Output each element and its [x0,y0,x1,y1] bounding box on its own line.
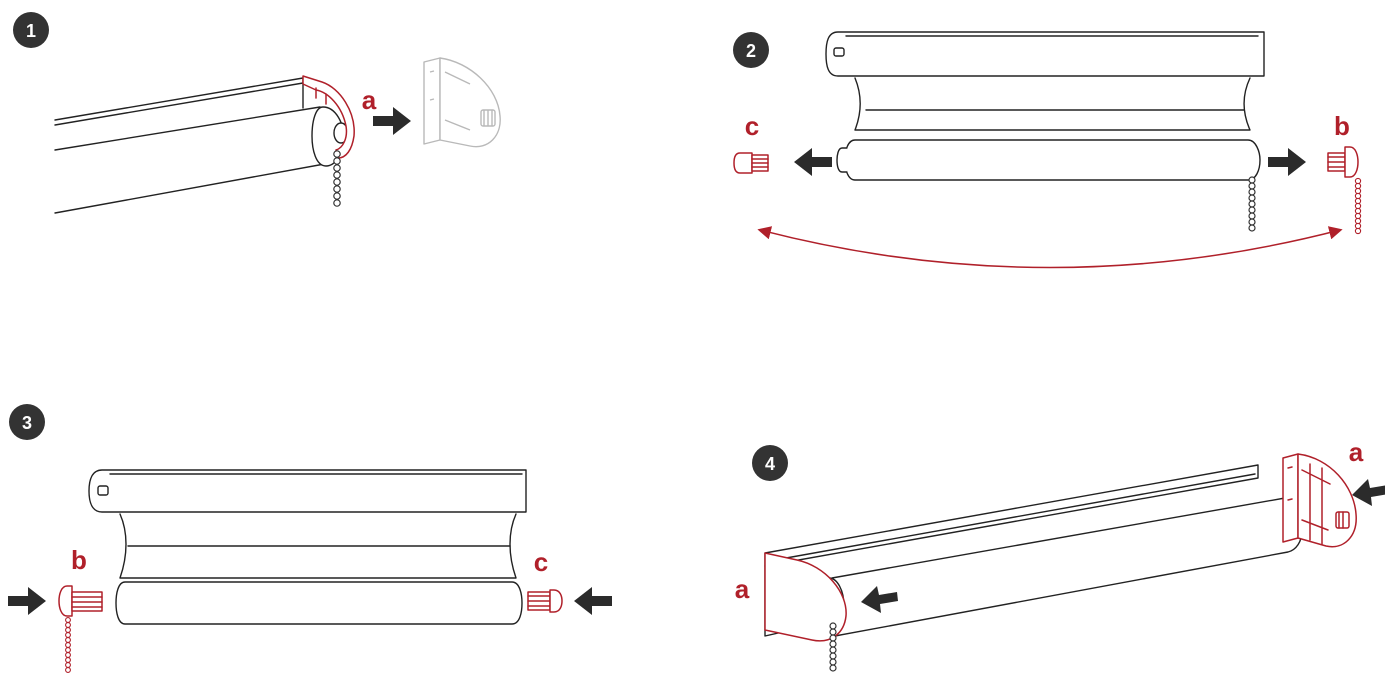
step-badge: 3 [9,404,45,440]
step-3: 3 b c [8,404,612,673]
control-unit-b [1327,146,1362,235]
bead-chain [829,622,837,672]
step-badge: 2 [733,32,769,68]
label-c: c [534,547,548,577]
idle-end-plug-c [527,589,563,613]
curved-double-arrow-icon [757,226,1343,269]
right-arrow-icon [373,107,411,135]
control-unit-b [58,585,103,673]
label-b: b [1334,111,1350,141]
step-4: 4 a [735,437,1385,672]
left-arrow-icon [794,148,832,176]
wall-bracket-faded [423,57,501,148]
left-arrow-icon [861,586,898,613]
blind-assembly [88,469,527,625]
step-1: 1 a [13,12,501,214]
idle-end-plug-c [733,152,769,174]
wall-bracket-a [1282,453,1357,548]
right-arrow-icon [8,587,46,615]
label-a-right: a [1349,437,1364,467]
blind-assembly [825,31,1265,181]
step-number: 2 [746,41,756,61]
label-b: b [71,545,87,575]
step-number: 4 [765,454,775,474]
step-2: 2 c [733,31,1362,269]
left-arrow-icon [1352,479,1385,506]
label-c: c [745,111,759,141]
label-a: a [362,85,377,115]
left-arrow-icon [574,587,612,615]
bead-chain [1248,176,1256,232]
blind-assembly [54,77,349,214]
step-number: 1 [26,21,36,41]
end-cover-a [764,552,847,642]
step-number: 3 [22,413,32,433]
right-arrow-icon [1268,148,1306,176]
label-a-left: a [735,574,750,604]
step-badge: 1 [13,12,49,48]
step-badge: 4 [752,445,788,481]
bead-chain [333,150,341,207]
